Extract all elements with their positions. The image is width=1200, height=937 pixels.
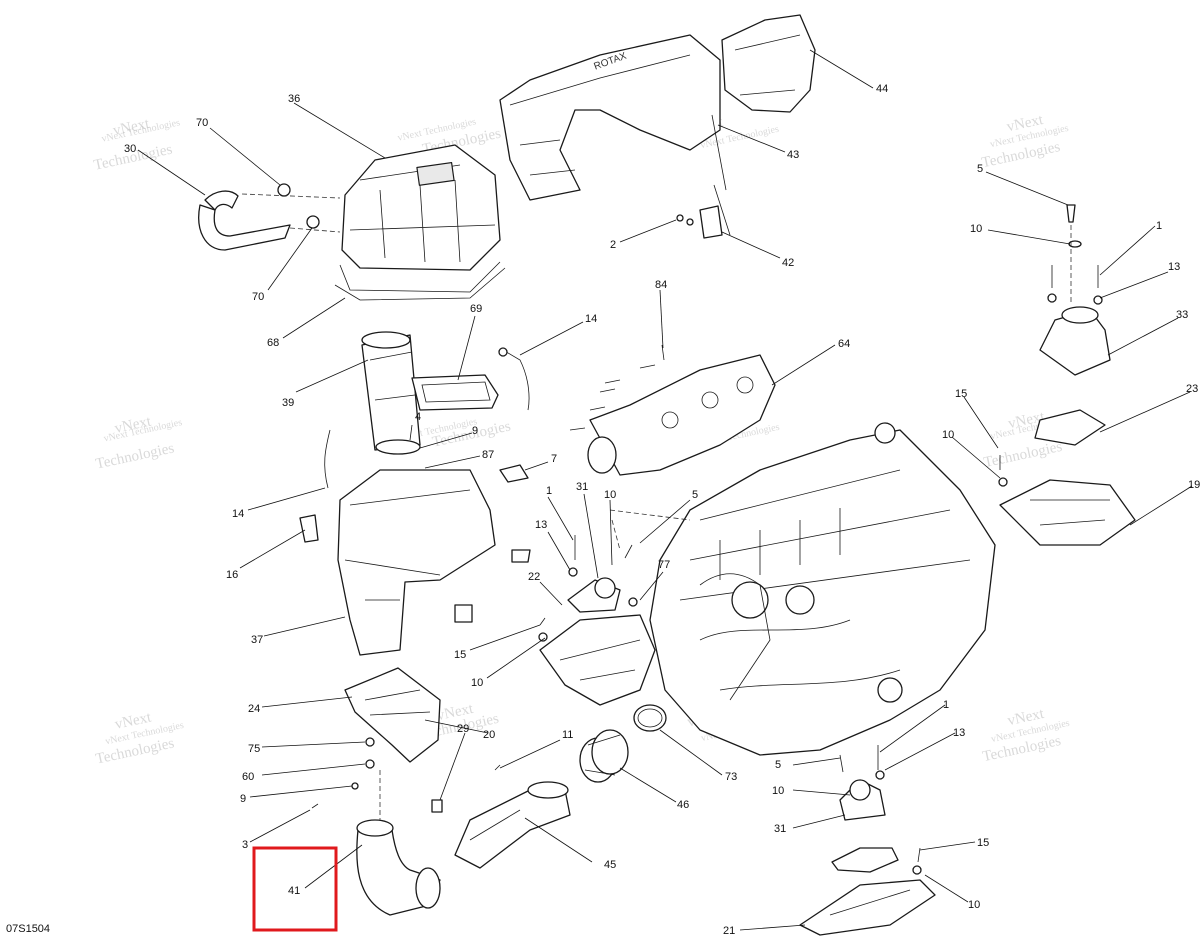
callout-15: 15 [454, 649, 466, 661]
svg-text:vNext: vNext [114, 709, 154, 732]
callout-9: 9 [240, 793, 246, 805]
callout-11: 11 [562, 729, 573, 741]
breather-hose-part [198, 183, 341, 251]
callout-13: 13 [535, 519, 547, 531]
svg-text:vNext: vNext [1006, 706, 1046, 729]
callout-30: 30 [124, 143, 136, 155]
callout-29: 29 [457, 723, 469, 735]
callout-43: 43 [787, 149, 799, 161]
callout-22: 22 [528, 571, 540, 583]
callout-44: 44 [876, 83, 888, 95]
callout-31: 31 [774, 823, 786, 835]
svg-text:vNext: vNext [113, 413, 153, 436]
callout-16: 16 [226, 569, 238, 581]
callout-77: 77 [658, 559, 670, 571]
callout-14: 14 [585, 313, 597, 325]
svg-text:vNext: vNext [1007, 409, 1047, 432]
callout-7: 7 [551, 453, 557, 465]
callout-20: 20 [483, 729, 495, 741]
callout-5: 5 [775, 759, 781, 771]
svg-text:vNext: vNext [435, 701, 475, 724]
callout-37: 37 [251, 634, 263, 646]
callout-10: 10 [942, 429, 954, 441]
watermark: vNext Technologies Technologies vNext [92, 116, 181, 174]
callout-84: 84 [655, 279, 667, 291]
air-box-lower-part [299, 429, 531, 656]
air-intake-duct-part [361, 331, 499, 455]
callout-46: 46 [677, 799, 689, 811]
intake-tube-part [454, 781, 571, 869]
callout-68: 68 [267, 337, 279, 349]
callout-10: 10 [772, 785, 784, 797]
watermark: vNext Technologies Technologies vNext [981, 706, 1071, 765]
callout-64: 64 [838, 338, 850, 350]
callout-60: 60 [242, 771, 254, 783]
callout-87: 87 [482, 449, 494, 461]
callout-45: 45 [604, 859, 616, 871]
callout-41: 41 [288, 885, 300, 897]
svg-text:Technologies: Technologies [94, 440, 176, 472]
callout-9: 9 [472, 425, 478, 437]
highlight-box [252, 846, 338, 932]
coupler-part [579, 729, 629, 783]
svg-text:vNext: vNext [1005, 112, 1045, 135]
callout-2: 2 [610, 239, 616, 251]
callout-4: 4 [415, 411, 421, 423]
callout-1: 1 [943, 699, 949, 711]
callout-24: 24 [248, 703, 260, 715]
callout-1: 1 [546, 485, 552, 497]
callout-13: 13 [953, 727, 965, 739]
callout-69: 69 [470, 303, 482, 315]
leader-lines [137, 49, 1193, 931]
callout-70: 70 [252, 291, 264, 303]
callout-3: 3 [242, 839, 248, 851]
callout-73: 73 [725, 771, 737, 783]
callout-31: 31 [576, 481, 588, 493]
engine-mount-lower-part [799, 770, 936, 936]
callout-36: 36 [288, 93, 300, 105]
svg-text:Technologies: Technologies [982, 439, 1064, 471]
callout-labels: 36 70 30 70 68 44 43 2 42 69 39 14 14 84… [124, 83, 1200, 937]
engine-mount-front-part [538, 509, 691, 706]
callout-42: 42 [782, 257, 794, 269]
callout-1: 1 [1156, 220, 1162, 232]
callout-5: 5 [692, 489, 698, 501]
callout-10: 10 [970, 223, 982, 235]
watermark: vNext Technologies Technologies vNext [94, 413, 183, 472]
engine-block-part [649, 422, 996, 756]
lower-bracket-part [311, 667, 443, 813]
callout-39: 39 [282, 397, 294, 409]
engine-mount-rear-part [998, 240, 1136, 546]
callout-33: 33 [1176, 309, 1188, 321]
callout-14: 14 [232, 508, 244, 520]
callout-10: 10 [968, 899, 980, 911]
misc-fasteners [379, 204, 1099, 863]
air-box-cover-part [334, 144, 506, 301]
callout-70: 70 [196, 117, 208, 129]
watermark: vNext Technologies Technologies vNext [94, 709, 185, 767]
callout-21: 21 [723, 925, 735, 937]
clamp-part [633, 704, 667, 732]
throttle-body-part [569, 354, 776, 476]
callout-5: 5 [977, 163, 983, 175]
callout-10: 10 [604, 489, 616, 501]
callout-19: 19 [1188, 479, 1200, 491]
svg-text:vNext: vNext [112, 116, 152, 139]
callout-23: 23 [1186, 383, 1198, 395]
watermark: vNext Technologies Technologies vNext [980, 112, 1069, 171]
diagram-code: 07S1504 [6, 923, 50, 935]
callout-13: 13 [1168, 261, 1180, 273]
engine-top-cover-part: ROTAX [499, 14, 816, 239]
intake-elbow-part [356, 819, 441, 916]
callout-10: 10 [471, 677, 483, 689]
callout-75: 75 [248, 743, 260, 755]
callout-15: 15 [955, 388, 967, 400]
callout-15: 15 [977, 837, 989, 849]
